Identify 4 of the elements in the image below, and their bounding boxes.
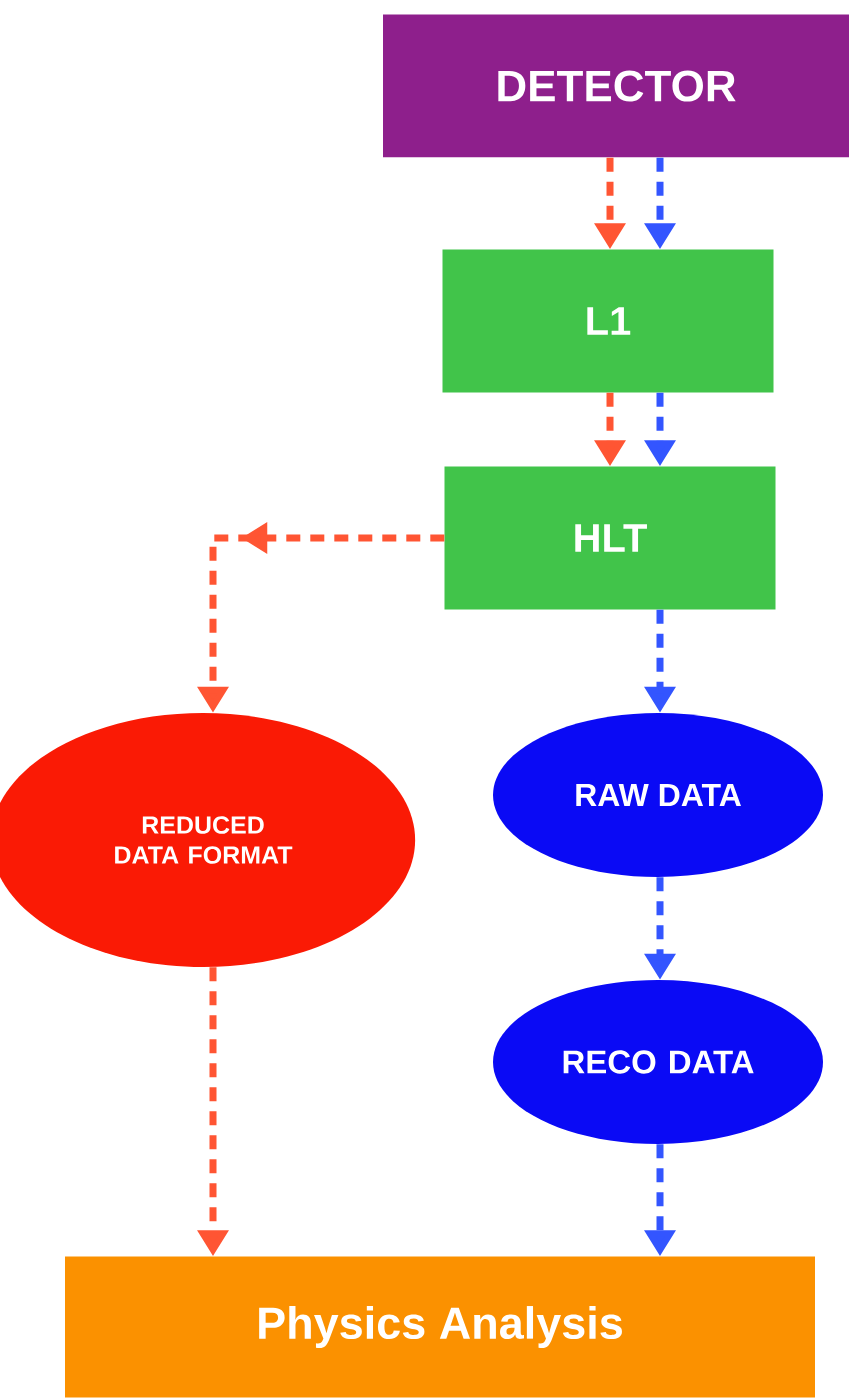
process-box: HLT (444, 466, 776, 610)
process-box: Physics Analysis (65, 1256, 815, 1398)
process-box: L1 (442, 249, 774, 393)
process-box: DETECTOR (383, 14, 849, 158)
